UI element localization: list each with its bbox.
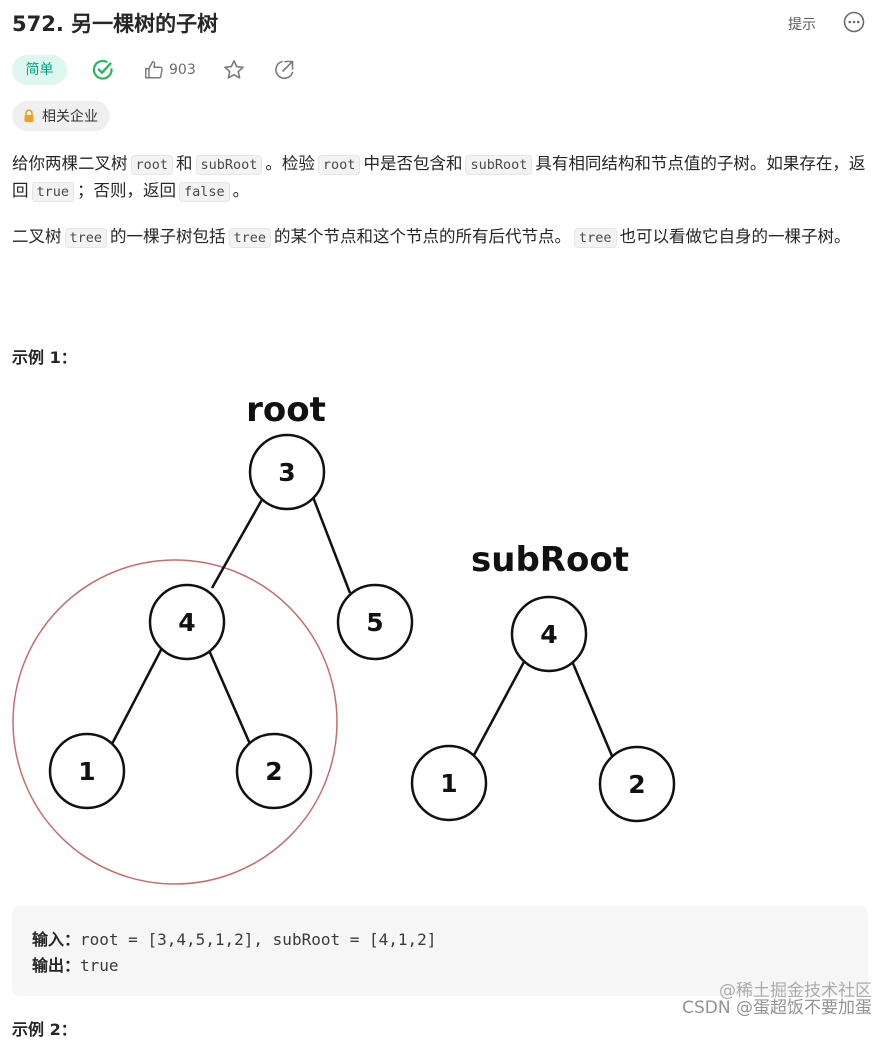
inline-code: tree xyxy=(574,228,617,248)
input-value: root = [3,4,5,1,2], subRoot = [4,1,2] xyxy=(80,930,437,949)
tree-node: 4 xyxy=(148,583,226,661)
related-companies-button[interactable]: 相关企业 xyxy=(12,101,110,131)
node-value: 4 xyxy=(540,620,557,649)
hint-button[interactable]: 提示 xyxy=(788,17,816,33)
example-2-title: 示例 2： xyxy=(12,1020,77,1039)
thumbs-up-icon xyxy=(145,61,163,79)
inline-code: tree xyxy=(228,228,272,248)
watermark-csdn: CSDN @蛋超饭不要加蛋 xyxy=(682,998,872,1018)
tree-node: 2 xyxy=(235,732,313,810)
difficulty-badge: 简单 xyxy=(12,55,67,85)
input-line: 输入：root = [3,4,5,1,2], subRoot = [4,1,2] xyxy=(32,926,436,950)
text: 和 xyxy=(176,154,193,173)
solved-check-icon xyxy=(92,59,113,80)
tree-node: 1 xyxy=(48,732,126,810)
example-1-title: 示例 1： xyxy=(12,348,77,367)
subtree-highlight-circle xyxy=(12,559,338,885)
share-icon[interactable] xyxy=(272,58,296,82)
tree-node: 4 xyxy=(510,595,588,673)
root-tree-label: root xyxy=(246,390,326,430)
subroot-tree-label: subRoot xyxy=(471,540,629,580)
inline-code: subRoot xyxy=(465,155,533,175)
output-line: 输出：true xyxy=(32,952,119,976)
inline-code: root xyxy=(130,155,174,175)
related-companies-label: 相关企业 xyxy=(42,109,98,125)
like-count: 903 xyxy=(169,62,196,78)
inline-code: tree xyxy=(64,228,108,248)
tree-node: 3 xyxy=(248,433,326,511)
lock-icon xyxy=(24,109,34,122)
text: 给你两棵二叉树 xyxy=(12,154,128,173)
problem-title: 572. 另一棵树的子树 xyxy=(12,12,219,36)
output-label: 输出： xyxy=(32,956,81,975)
watermark-juejin: @稀土掘金技术社区 xyxy=(719,981,872,1001)
text: 的某个节点和这个节点的所有后代节点。 xyxy=(274,227,572,246)
inline-code: true xyxy=(31,182,75,202)
text: 具有相同结构和节点值的子树。如果存在，返回 xyxy=(12,154,866,200)
example-1-io-box: 输入：root = [3,4,5,1,2], subRoot = [4,1,2]… xyxy=(12,906,868,996)
example-1-tree-figure: root subRoot 3 4 5 1 2 4 1 2 xyxy=(12,390,676,885)
like-button[interactable]: 903 xyxy=(143,58,196,82)
text: 。检验 xyxy=(265,154,315,173)
input-label: 输入： xyxy=(32,930,81,949)
text: 。 xyxy=(232,181,250,200)
node-value: 1 xyxy=(440,769,457,798)
node-value: 5 xyxy=(366,608,383,637)
text: 的一棵子树包括 xyxy=(110,227,226,246)
output-value: true xyxy=(80,956,119,975)
node-value: 4 xyxy=(178,608,195,637)
root-tree-edges xyxy=(110,495,352,745)
node-value: 2 xyxy=(628,770,645,799)
node-value: 1 xyxy=(78,757,95,786)
text: 二叉树 xyxy=(12,227,62,246)
tree-node: 5 xyxy=(336,583,414,661)
inline-code: root xyxy=(317,155,361,175)
text: 中是否包含和 xyxy=(363,154,463,173)
text: 也可以看做它自身的一棵子树。 xyxy=(619,227,851,246)
node-value: 2 xyxy=(265,757,282,786)
tree-node: 1 xyxy=(410,744,488,822)
inline-code: subRoot xyxy=(195,155,263,175)
text: ；否则，返回 xyxy=(77,181,177,200)
node-value: 3 xyxy=(278,458,295,487)
inline-code: false xyxy=(179,182,230,202)
subroot-tree-edges xyxy=(472,659,614,757)
more-options-icon[interactable] xyxy=(843,11,865,33)
star-icon[interactable] xyxy=(222,58,246,82)
tree-node: 2 xyxy=(598,745,676,823)
